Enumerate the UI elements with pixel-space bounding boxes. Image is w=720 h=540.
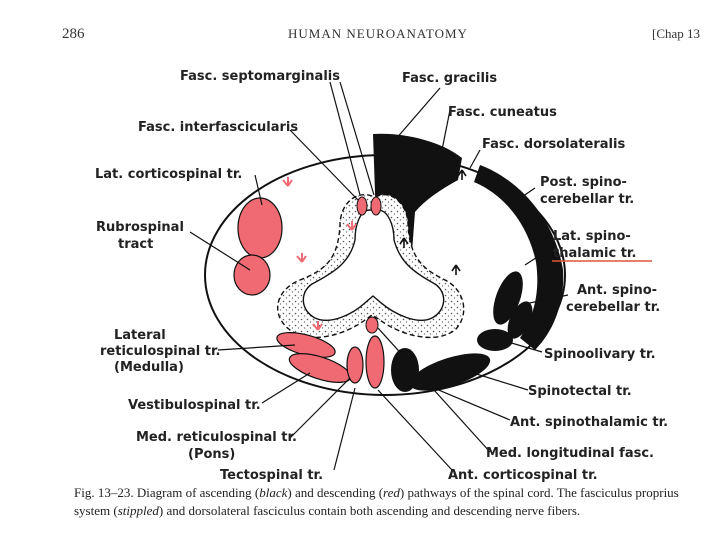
caption-text-2: ) and descending ( — [287, 485, 384, 500]
book-title: HUMAN NEUROANATOMY — [288, 26, 468, 41]
rubrospinal-red — [233, 254, 271, 296]
ant-corticospinal-red — [365, 335, 385, 389]
label-med-reticulospinal-2: (Pons) — [188, 447, 235, 462]
ant-spinocerebellar-black-1 — [493, 271, 523, 325]
label-rubrospinal-1: Rubrospinal — [96, 220, 184, 235]
label-lat-corticospinal: Lat. corticospinal tr. — [95, 167, 242, 182]
label-fasc-cuneatus: Fasc. cuneatus — [448, 105, 557, 120]
label-med-longitudinal: Med. longitudinal fasc. — [486, 446, 654, 461]
label-spinoolivary: Spinoolivary tr. — [544, 347, 656, 362]
label-lat-spinothalamic-2: thalamic tr. — [553, 246, 636, 261]
caption-text-3: ) pathways of the spinal cord. The fasci… — [74, 485, 679, 518]
label-fasc-dorsolateralis: Fasc. dorsolateralis — [482, 137, 625, 152]
ascending-arrow-3 — [451, 264, 461, 275]
dorsolateral-band — [474, 165, 564, 350]
ant-spinothalamic-black — [391, 348, 419, 392]
descending-arrow-2 — [346, 221, 357, 231]
label-lateral-reticulospinal-2: reticulospinal tr. — [100, 344, 220, 359]
caption-text-4: ) and dorsolateral fasciculus contain bo… — [158, 503, 581, 518]
label-med-reticulospinal-1: Med. reticulospinal tr. — [136, 430, 297, 445]
label-lateral-reticulospinal-1: Lateral — [114, 328, 166, 343]
label-post-spinocerebellar-1: Post. spino- — [540, 175, 627, 190]
chapter-label: [Chap 13 — [652, 26, 701, 41]
descending-arrow-4 — [312, 321, 323, 331]
label-lat-spinothalamic-1: Lat. spino- — [553, 229, 631, 244]
gray-matter-h — [302, 209, 445, 321]
page-number: 286 — [62, 26, 85, 42]
figure-caption: Fig. 13–23. Diagram of ascending (black)… — [74, 484, 714, 520]
caption-stippled: stippled — [117, 503, 159, 518]
label-ant-spinothalamic: Ant. spinothalamic tr. — [510, 415, 668, 430]
leader-lines — [189, 81, 569, 471]
caption-red: red — [383, 485, 400, 500]
label-spinotectal: Spinotectal tr. — [528, 384, 632, 399]
caption-black: black — [259, 485, 288, 500]
label-ant-spinocerebellar-1: Ant. spino- — [577, 283, 657, 298]
med-reticulospinal-red — [346, 346, 364, 384]
label-tectospinal: Tectospinal tr. — [220, 468, 323, 483]
label-rubrospinal-2: tract — [118, 237, 153, 252]
label-vestibulospinal: Vestibulospinal tr. — [128, 398, 261, 413]
descending-arrow-1 — [282, 177, 293, 187]
fasc-septomarginalis-red — [356, 196, 368, 216]
label-ant-corticospinal: Ant. corticospinal tr. — [448, 468, 598, 483]
med-longitudinal-red — [365, 316, 379, 334]
spinotectal-black — [409, 353, 491, 391]
fasc-interfascicularis-red — [370, 196, 382, 216]
label-fasc-gracilis: Fasc. gracilis — [402, 71, 497, 86]
label-lateral-reticulospinal-3: (Medulla) — [114, 360, 184, 375]
label-post-spinocerebellar-2: cerebellar tr. — [540, 192, 634, 207]
lat-corticospinal-red — [237, 197, 283, 259]
descending-arrow-3 — [296, 253, 307, 263]
ascending-arrow-1 — [399, 237, 409, 248]
ant-spinocerebellar-black-2 — [507, 301, 533, 339]
label-fasc-septomarginalis: Fasc. septomarginalis — [180, 69, 340, 84]
label-fasc-interfascicularis: Fasc. interfascicularis — [138, 120, 298, 135]
caption-fig-number: Fig. 13–23. — [74, 485, 134, 500]
ascending-arrow-2 — [457, 169, 467, 180]
spinoolivary-black — [477, 329, 513, 351]
caption-text-1: Diagram of ascending ( — [133, 485, 260, 500]
label-ant-spinocerebellar-2: cerebellar tr. — [566, 300, 660, 315]
